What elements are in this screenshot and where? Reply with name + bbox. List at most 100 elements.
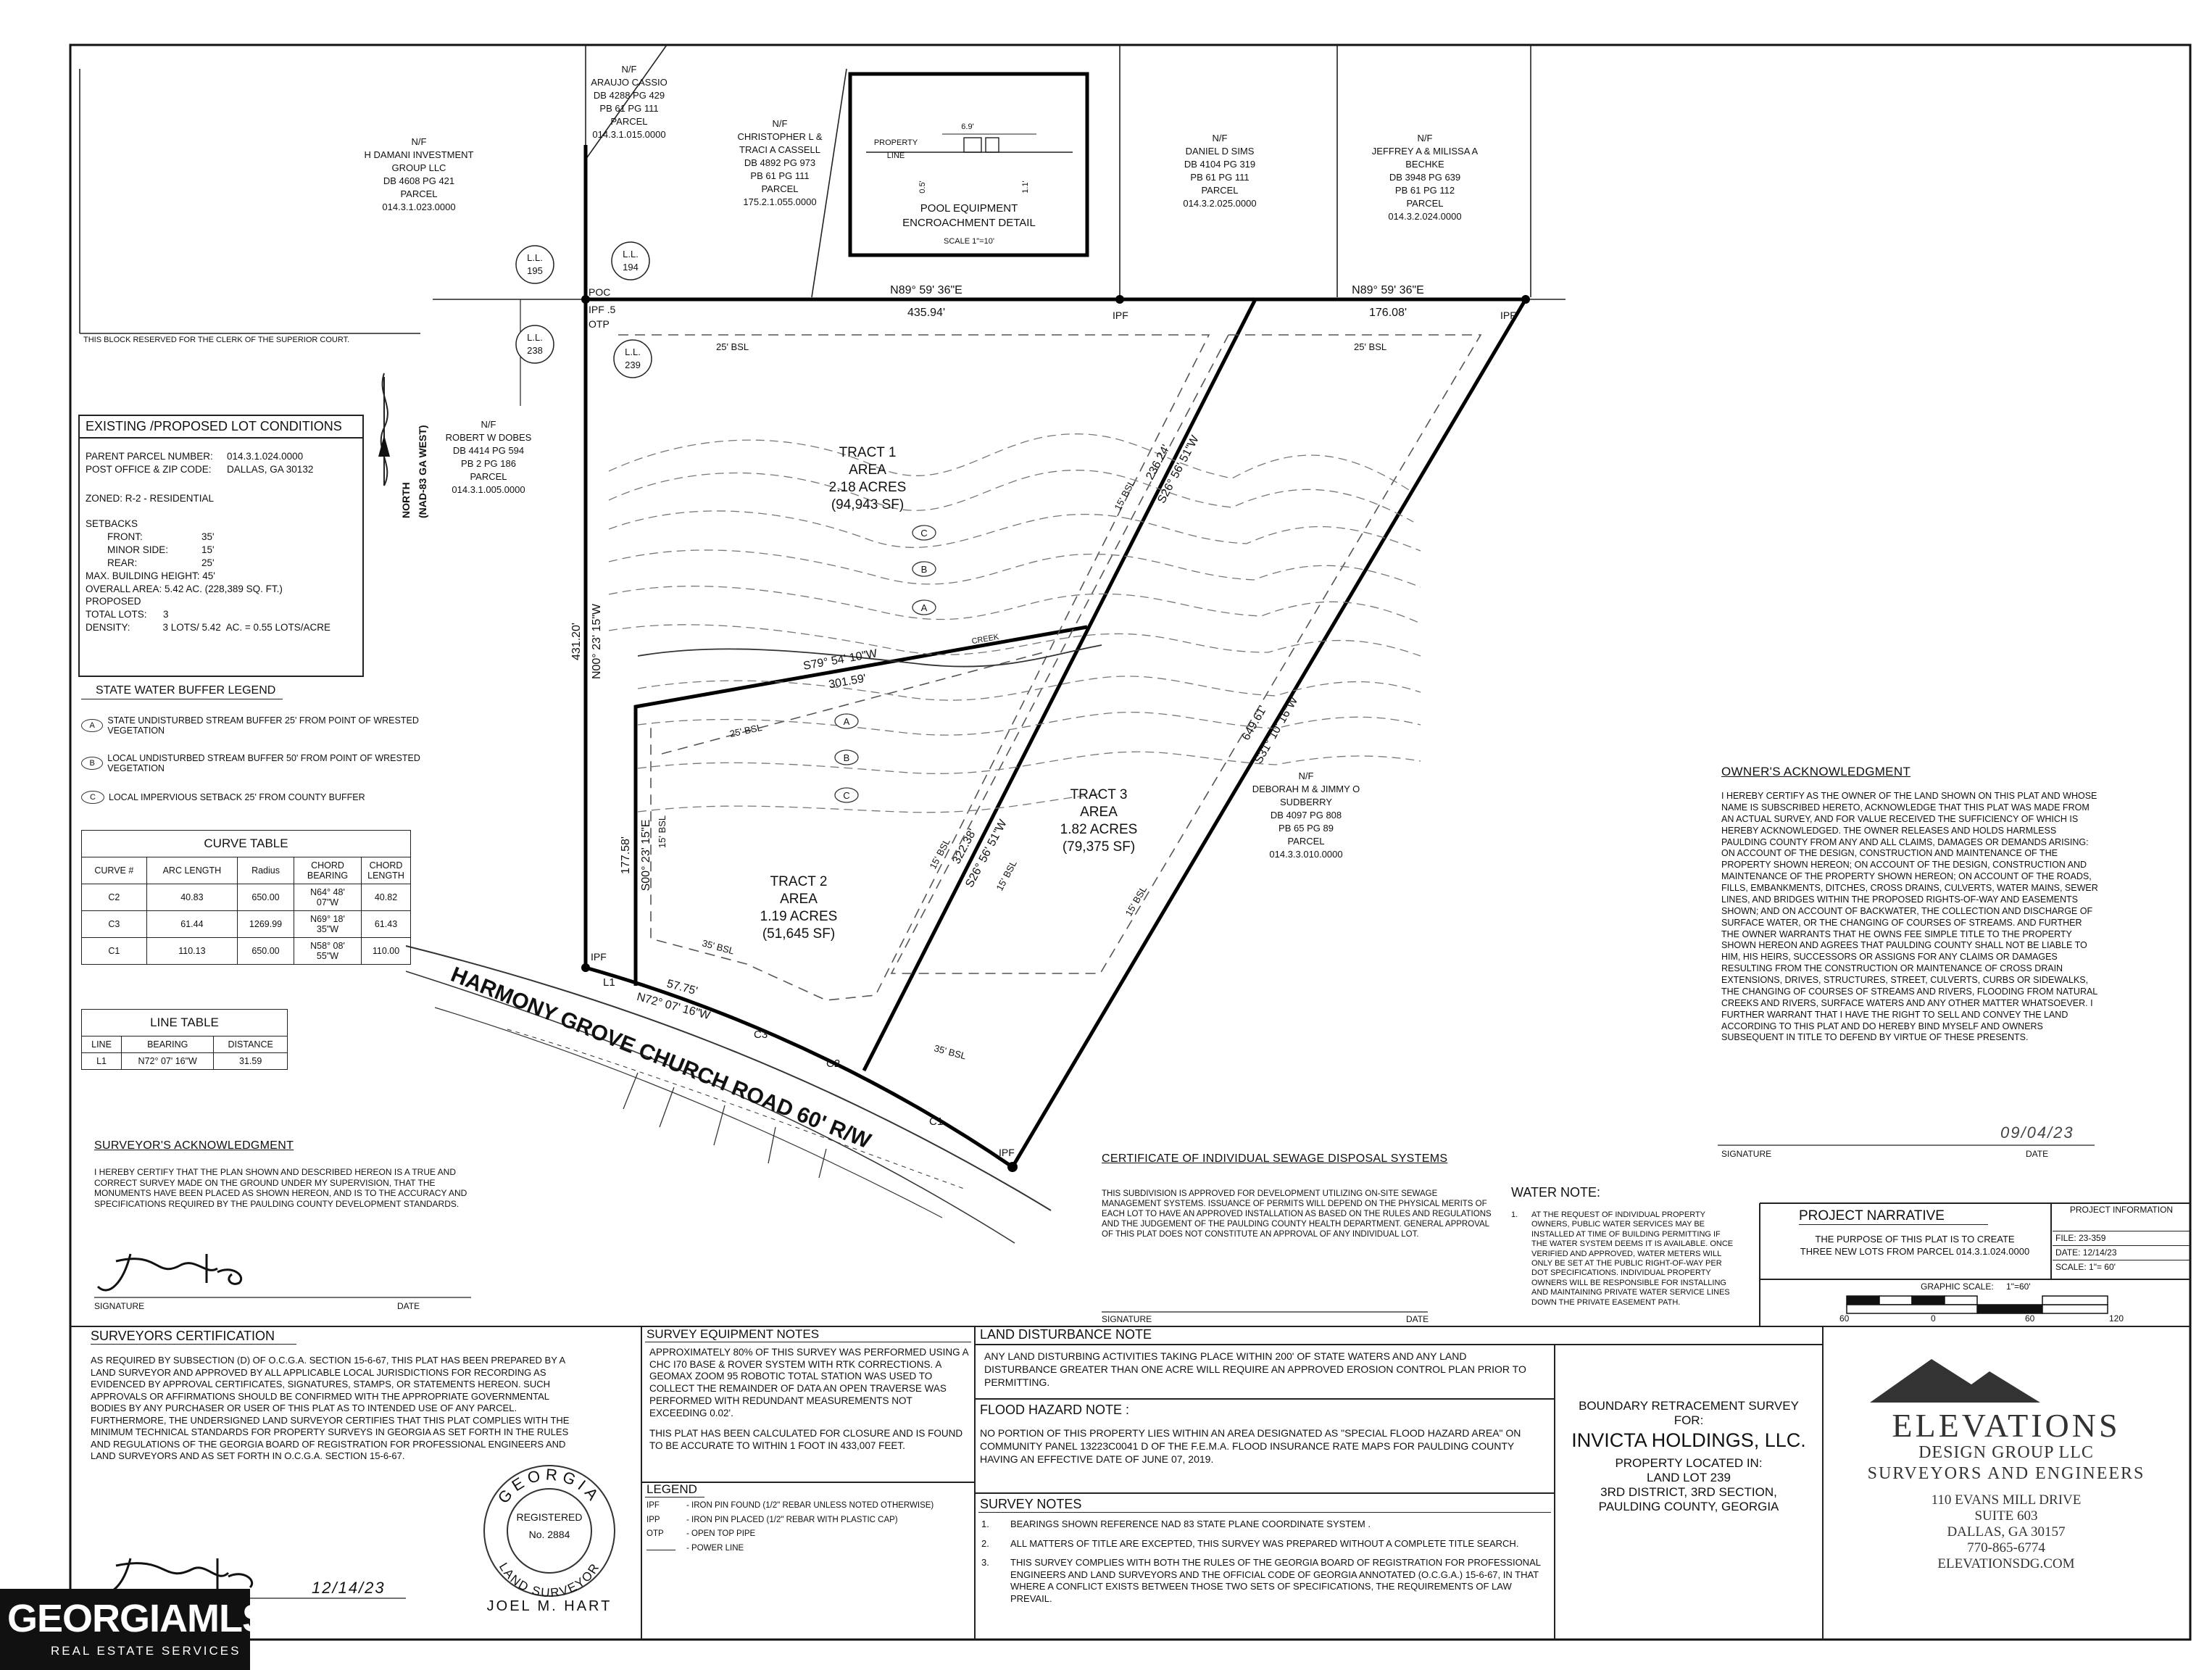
setback-lines (618, 334, 1482, 1001)
ipf-label-4: IPF (999, 1147, 1015, 1158)
svg-text:DANIEL D SIMS: DANIEL D SIMS (1186, 146, 1255, 157)
svg-text:1.19 ACRES: 1.19 ACRES (760, 909, 838, 924)
overall-area: OVERALL AREA: 5.42 AC. (228,389 SQ. FT.) (86, 583, 283, 594)
graphic-scale-value: 1"=60' (2006, 1281, 2031, 1292)
neighbor-sims: N/F DANIEL D SIMS DB 4104 PG 319 PB 61 P… (1183, 133, 1256, 209)
svg-text:014.3.1.015.0000: 014.3.1.015.0000 (592, 129, 665, 140)
svg-text:N/F: N/F (1213, 133, 1228, 144)
ll-239-a: L.L. (625, 346, 641, 357)
lot-conditions-box: EXISTING /PROPOSED LOT CONDITIONS PARENT… (78, 415, 364, 677)
surveyors-cert-text: AS REQUIRED BY SUBSECTION (D) OF O.C.G.A… (91, 1355, 570, 1461)
mls-watermark: GEORGIAMLS REAL ESTATE SERVICES (0, 1589, 268, 1670)
svg-text:(94,943 SF): (94,943 SF) (831, 497, 904, 512)
north-bearing-left: N89° 59' 36"E (890, 284, 962, 296)
svg-text:014.3.3.010.0000: 014.3.3.010.0000 (1269, 849, 1342, 860)
svg-text:014.3.1.005.0000: 014.3.1.005.0000 (452, 484, 525, 495)
bsl-25-left: 25' BSL (716, 341, 749, 352)
project-file: FILE: 23-359 (2053, 1231, 2190, 1246)
scale-tick-1: 0 (1931, 1313, 1936, 1324)
svg-text:AREA: AREA (1080, 805, 1118, 820)
west-dist: 431.20' (570, 623, 583, 660)
sheet-border (69, 43, 2192, 1641)
scale-tick-0: 60 (1839, 1313, 1850, 1324)
pool-title2: ENCROACHMENT DETAIL (902, 217, 1036, 229)
parent-parcel-row: PARENT PARCEL NUMBER:014.3.1.024.0000 (86, 451, 304, 462)
setback-side: MINOR SIDE:15' (107, 544, 215, 556)
svg-text:PARCEL: PARCEL (1201, 185, 1238, 196)
svg-text:CHRISTOPHER L &: CHRISTOPHER L & (737, 131, 822, 142)
neighbor-labels: N/F H DAMANI INVESTMENT GROUP LLC DB 460… (365, 64, 1479, 860)
legend-item-otp: OTP- OPEN TOP PIPE (646, 1529, 756, 1539)
neighbor-araujo: N/F ARAUJO CASSIO DB 4288 PG 429 PB 61 P… (591, 64, 667, 140)
buffer-marker-a2: A (844, 716, 850, 727)
svg-text:TRACI A CASSELL: TRACI A CASSELL (739, 144, 820, 155)
svg-text:175.2.1.055.0000: 175.2.1.055.0000 (743, 196, 816, 207)
water-note-num: 1. (1511, 1210, 1518, 1219)
seal-top: GEORGIA (494, 1465, 605, 1507)
project-narrative-title: PROJECT NARRATIVE (1799, 1208, 1988, 1225)
seal-bottom: LAND SURVEYOR (496, 1561, 602, 1600)
company-tag: SURVEYORS AND ENGINEERS (1867, 1464, 2145, 1483)
svg-text:014.3.1.023.0000: 014.3.1.023.0000 (382, 202, 455, 212)
land-disturbance-title: LAND DISTURBANCE NOTE (980, 1327, 1152, 1342)
power-line-marks (623, 1072, 827, 1179)
svg-text:PARCEL: PARCEL (470, 471, 507, 482)
project-scale: SCALE: 1"= 60' (2055, 1262, 2116, 1272)
svg-text:PARCEL: PARCEL (610, 116, 647, 127)
svg-text:DB 4892 PG 973: DB 4892 PG 973 (744, 157, 815, 168)
clerk-note: THIS BLOCK RESERVED FOR THE CLERK OF THE… (83, 336, 349, 344)
equipment-notes-title: SURVEY EQUIPMENT NOTES (645, 1327, 971, 1342)
nad-label: (NAD-83 GA WEST) (417, 425, 428, 518)
curve-table-header: CURVE # ARC LENGTH Radius CHORD BEARING … (81, 857, 411, 884)
svg-text:BECHKE: BECHKE (1405, 159, 1444, 170)
buffer-key-a: A (81, 719, 104, 732)
buffer-marker-c1: C (920, 528, 927, 539)
buffer-legend: STATE WATER BUFFER LEGEND A STATE UNDIST… (81, 684, 458, 804)
survey-note-1: 1.BEARINGS SHOWN REFERENCE NAD 83 STATE … (981, 1519, 1371, 1529)
mls-brand: GEORGIAMLS (7, 1597, 268, 1640)
signature-scribble (96, 1253, 253, 1595)
pool-dim-right: 1.1' (1021, 180, 1030, 193)
company-web: ELEVATIONSDG.COM (1937, 1556, 2075, 1571)
ll-195-b: 195 (527, 265, 543, 276)
sewage-cert: CERTIFICATE OF INDIVIDUAL SEWAGE DISPOSA… (1102, 1152, 1493, 1239)
c1-label: C1 (929, 1116, 943, 1128)
company-addr1: 110 EVANS MILL DRIVE (1931, 1492, 2082, 1508)
company-phone: 770-865-6774 (1967, 1540, 2045, 1555)
owner-ack-title: OWNER'S ACKNOWLEDGMENT (1721, 765, 1911, 778)
legend-item-power-line: - POWER LINE (646, 1542, 971, 1556)
flood-title: FLOOD HAZARD NOTE : (980, 1403, 1130, 1417)
land-lot: LAND LOT 239 (1647, 1471, 1731, 1484)
buffer-legend-item-a: A STATE UNDISTURBED STREAM BUFFER 25' FR… (81, 715, 458, 736)
north-bearing-right: N89° 59' 36"E (1352, 284, 1424, 296)
seg2-dist: 322.38' (950, 827, 978, 866)
ll-238-b: 238 (527, 345, 543, 356)
surveyor-ack-title: SURVEYOR'S ACKNOWLEDGMENT (94, 1139, 294, 1152)
t2-west-dist: 177.58' (620, 836, 632, 874)
survey-note-3: 3.THIS SURVEY COMPLIES WITH BOTH THE RUL… (981, 1557, 1541, 1604)
svg-text:DB 4288 PG 429: DB 4288 PG 429 (594, 90, 665, 101)
buffer-legend-item-c: C LOCAL IMPERVIOUS SETBACK 25' FROM COUN… (81, 791, 458, 804)
ll-194-b: 194 (623, 262, 639, 273)
north-arrow-icon (378, 373, 390, 486)
svg-text:N/F: N/F (622, 64, 637, 75)
company-addr3: DALLAS, GA 30157 (1947, 1524, 2066, 1540)
seal-number: No. 2884 (529, 1529, 570, 1540)
pool-detail-box (848, 72, 1089, 257)
graphic-scale-text: GRAPHIC SCALE: (1921, 1281, 1994, 1292)
pool-line: LINE (887, 151, 905, 160)
pool-dim-left: 0.5' (918, 180, 927, 193)
line-table-title: LINE TABLE (81, 1009, 288, 1037)
svg-text:AREA: AREA (849, 462, 886, 478)
ipf-label-1: IPF (1113, 310, 1128, 321)
company-addr2: SUITE 603 (1974, 1508, 2038, 1524)
l1-label: L1 (603, 976, 615, 989)
ll-194-a: L.L. (623, 249, 639, 259)
svg-text:DEBORAH M & JIMMY O: DEBORAH M & JIMMY O (1252, 784, 1360, 794)
mountain-logo-icon (1870, 1359, 2040, 1403)
equipment-notes-text2: THIS PLAT HAS BEEN CALCULATED FOR CLOSUR… (649, 1428, 963, 1452)
buffer-lines (608, 433, 1421, 813)
